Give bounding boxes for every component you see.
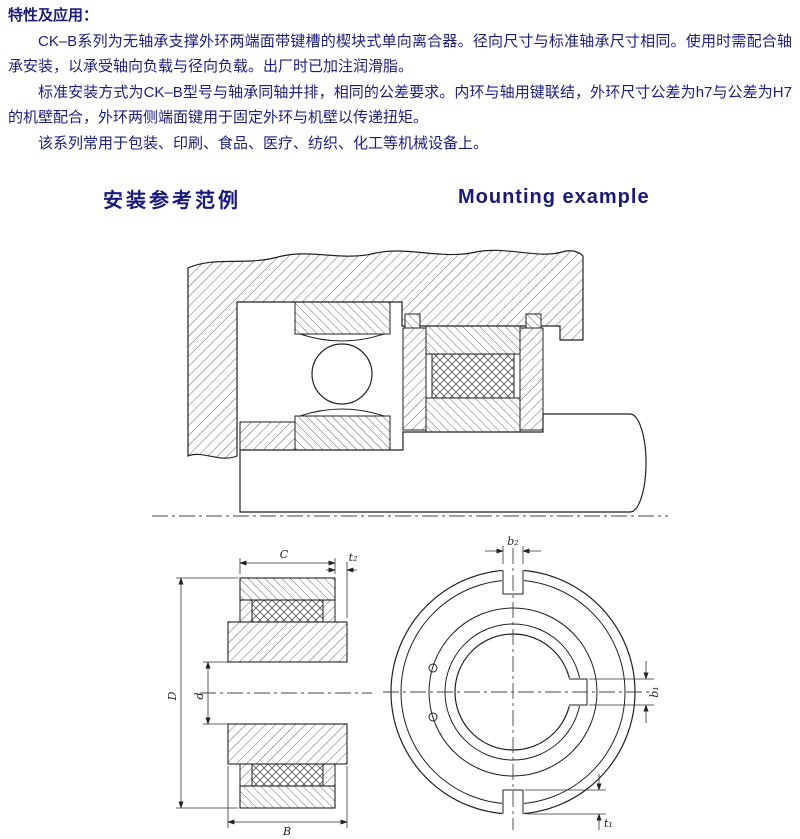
side-section-view: C t₂ D d [166,548,372,838]
ball-bearing-section [294,301,391,451]
technical-drawings: C t₂ D d [152,249,668,838]
housing-section [187,249,584,459]
dim-label-d: d [193,692,206,699]
sprag-clutch-section [402,313,544,433]
sprag-band [431,353,515,399]
clutch-side-plate-left [402,327,427,431]
front-view: b₂ b₁ t₁ [383,535,661,830]
body-paragraph-3: 该系列常用于包装、印刷、食品、医疗、纺织、化工等机械设备上。 [38,134,489,152]
clutch-inner-ring [425,397,521,433]
intro-text-block: 特性及应用： CK–B系列为无轴承支撑外环两端面带键槽的楔块式单向离合器。径向尺… [8,3,792,156]
top-key-slot [502,570,524,595]
clutch-outer-ring [425,325,521,355]
dimension-b2: b₂ [485,535,541,564]
dim-label-D: D [166,691,179,701]
dimension-C: C [239,548,336,574]
bearing-ball [311,343,373,405]
end-face-key-left [404,313,421,329]
clutch-side-plate-right [519,327,544,431]
mounting-section-drawing [152,249,668,517]
dimension-t2: t₂ [326,551,357,618]
section-heading-english: Mounting example [458,186,650,208]
body-paragraph-1: CK–B系列为无轴承支撑外环两端面带键槽的楔块式单向离合器。径向尺寸与标准轴承尺… [8,32,792,76]
shaft [239,413,647,513]
end-face-key-right [525,313,542,329]
dim-label-C: C [280,548,289,561]
dim-label-b1: b₁ [648,686,661,697]
cage-hole-upper [428,663,438,673]
dim-label-b2: b₂ [507,535,518,548]
cage-hole-lower [428,712,438,722]
dimension-B: B [227,766,348,838]
dim-label-t1: t₁ [604,817,613,830]
spacer-sleeve [239,421,296,451]
dim-label-B: B [282,825,291,838]
section-heading-chinese: 安装参考范例 [103,190,241,212]
bottom-key-slot [502,789,524,814]
dimension-b1: b₁ [589,661,661,723]
body-paragraph-2: 标准安装方式为CK–B型号与轴承同轴并排，相同的公差要求。内环与轴用键联结，外环… [8,83,792,127]
page-title: 特性及应用： [8,7,99,24]
dimension-d: d [193,661,228,725]
dim-label-t2: t₂ [349,551,358,564]
dimension-t1: t₁ [525,774,613,830]
